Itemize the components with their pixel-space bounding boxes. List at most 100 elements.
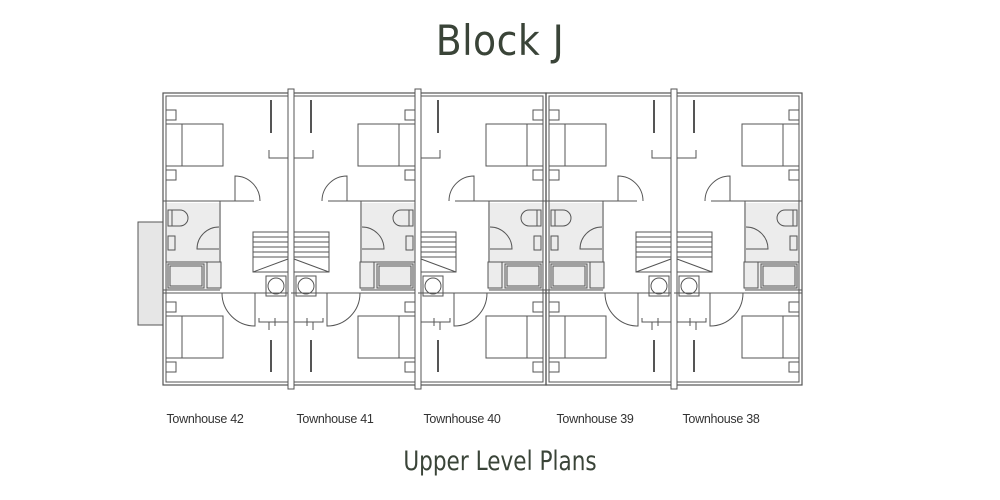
townhouse-plan-4	[670, 88, 803, 390]
nightstand	[788, 301, 800, 313]
washer-drum	[267, 277, 285, 295]
door-swing	[579, 226, 603, 250]
door-swing	[453, 292, 488, 327]
nightstand	[404, 361, 416, 373]
bathtub-inner	[762, 265, 796, 287]
bed	[181, 123, 224, 167]
washer-drum	[297, 277, 315, 295]
landing-wall	[258, 318, 288, 326]
unit-label-41: Townhouse 41	[296, 412, 374, 426]
door-swing	[448, 175, 475, 202]
washer	[422, 275, 444, 297]
toilet-bowl	[172, 209, 189, 227]
wardrobe-wall	[268, 150, 288, 159]
nightstand	[788, 361, 800, 373]
basin	[550, 235, 559, 251]
toilet-cistern	[792, 209, 798, 227]
door-swing	[361, 226, 385, 250]
linen-cupboard	[487, 261, 503, 289]
townhouse-plan-3	[545, 88, 678, 390]
stair-cutline	[293, 258, 330, 273]
door-swing	[234, 175, 261, 202]
landing-wall	[294, 318, 324, 326]
door-swing	[221, 292, 256, 327]
washer-drum	[650, 277, 668, 295]
stair-cutline	[635, 258, 672, 273]
washer-drum	[680, 277, 698, 295]
bed	[564, 123, 607, 167]
basin	[789, 235, 798, 251]
nightstand	[165, 169, 177, 181]
washer	[678, 275, 700, 297]
bathtub-inner	[378, 265, 412, 287]
nightstand	[548, 169, 560, 181]
nightstand	[548, 301, 560, 313]
wardrobe-wall	[421, 150, 441, 159]
washer	[648, 275, 670, 297]
door-swing	[196, 226, 220, 250]
bathtub	[550, 263, 588, 289]
nightstand	[165, 361, 177, 373]
toilet-cistern	[536, 209, 542, 227]
stair-cutline	[676, 258, 713, 273]
nightstand	[788, 109, 800, 121]
bed	[485, 123, 528, 167]
linen-cupboard	[359, 261, 375, 289]
wardrobe-wall	[677, 150, 697, 159]
linen-cupboard	[743, 261, 759, 289]
door-swing	[709, 292, 744, 327]
wardrobe-wall	[651, 321, 671, 330]
wardrobe-wall	[294, 150, 314, 159]
plan-subtitle: Upper Level Plans	[403, 446, 597, 477]
nightstand	[548, 361, 560, 373]
wardrobe-wall	[294, 321, 314, 330]
bathtub	[167, 263, 205, 289]
bathroom-area	[360, 203, 415, 290]
door-swing	[326, 292, 361, 327]
landing-wall	[421, 318, 451, 326]
party-wall	[670, 88, 678, 390]
wardrobe-wall	[677, 321, 697, 330]
bed	[741, 123, 784, 167]
washer-drum	[424, 277, 442, 295]
washer	[295, 275, 317, 297]
bathtub	[760, 263, 798, 289]
bed	[357, 123, 400, 167]
toilet-cistern	[550, 209, 556, 227]
bathroom-area	[549, 203, 604, 290]
nightstand	[165, 109, 177, 121]
townhouse-plan-1	[287, 88, 419, 390]
unit-label-40: Townhouse 40	[423, 412, 501, 426]
door-swing	[745, 226, 769, 250]
stair-cutline	[420, 258, 457, 273]
nightstand	[532, 361, 544, 373]
bathtub-inner	[552, 265, 586, 287]
washer	[265, 275, 287, 297]
townhouse-plan-0	[162, 88, 295, 390]
bathroom-area	[166, 203, 221, 290]
landing-wall	[677, 318, 707, 326]
linen-cupboard	[206, 261, 222, 289]
unit-label-39: Townhouse 39	[556, 412, 634, 426]
nightstand	[532, 169, 544, 181]
bed	[485, 315, 528, 359]
door-swing	[604, 292, 639, 327]
bed	[181, 315, 224, 359]
bathtub	[376, 263, 414, 289]
bathtub-inner	[506, 265, 540, 287]
party-wall	[414, 88, 422, 390]
wardrobe-wall	[268, 321, 288, 330]
toilet-cistern	[167, 209, 173, 227]
basin	[405, 235, 414, 251]
nightstand	[532, 301, 544, 313]
door-swing	[489, 226, 513, 250]
bathtub	[504, 263, 542, 289]
toilet-bowl	[555, 209, 572, 227]
toilet-bowl	[520, 209, 537, 227]
nightstand	[548, 109, 560, 121]
nightstand	[165, 301, 177, 313]
bathroom-area	[744, 203, 799, 290]
nightstand	[532, 109, 544, 121]
door-swing	[617, 175, 644, 202]
bed	[741, 315, 784, 359]
